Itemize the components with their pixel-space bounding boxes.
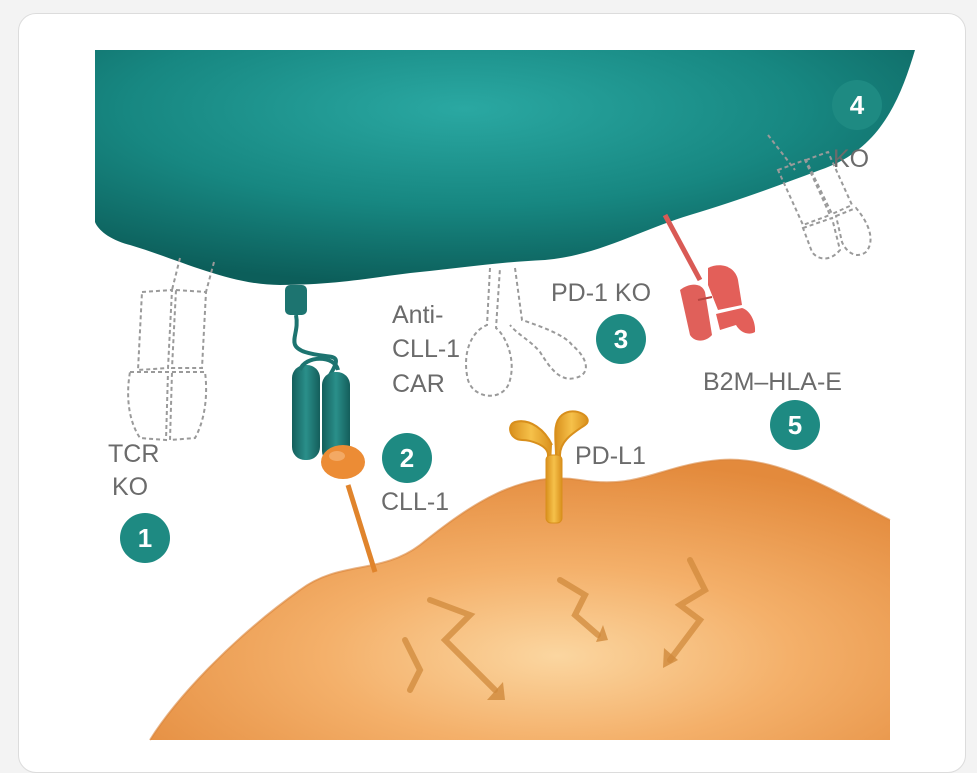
svg-text:3: 3 xyxy=(614,324,628,354)
anti-cll1-car xyxy=(285,285,350,464)
hla-ko-label: KO xyxy=(833,145,869,173)
badge-3: 3 xyxy=(596,314,646,364)
badge-5: 5 xyxy=(770,400,820,450)
anti-cll1-car-label-1: Anti- xyxy=(392,301,443,329)
cll1-label: CLL-1 xyxy=(381,488,449,516)
tcr-ko-label-2: KO xyxy=(112,473,148,501)
tcr-ko-ghost xyxy=(128,258,214,440)
b2m-hla-e xyxy=(665,215,755,341)
badge-1: 1 xyxy=(120,513,170,563)
svg-text:2: 2 xyxy=(400,443,414,473)
target-cell xyxy=(150,460,890,740)
cll1-antigen xyxy=(321,445,375,572)
t-cell xyxy=(95,50,915,285)
badge-4: 4 xyxy=(832,80,882,130)
b2m-hla-e-label: B2M–HLA-E xyxy=(703,368,842,396)
pdl1-label: PD-L1 xyxy=(575,442,646,470)
badge-2: 2 xyxy=(382,433,432,483)
anti-cll1-car-label-2: CLL-1 xyxy=(392,335,460,363)
svg-text:5: 5 xyxy=(788,410,802,440)
svg-text:4: 4 xyxy=(850,90,865,120)
svg-text:1: 1 xyxy=(138,523,152,553)
tcr-ko-label-1: TCR xyxy=(108,440,159,468)
anti-cll1-car-label-3: CAR xyxy=(392,370,445,398)
pd1-ko-label: PD-1 KO xyxy=(551,279,651,307)
